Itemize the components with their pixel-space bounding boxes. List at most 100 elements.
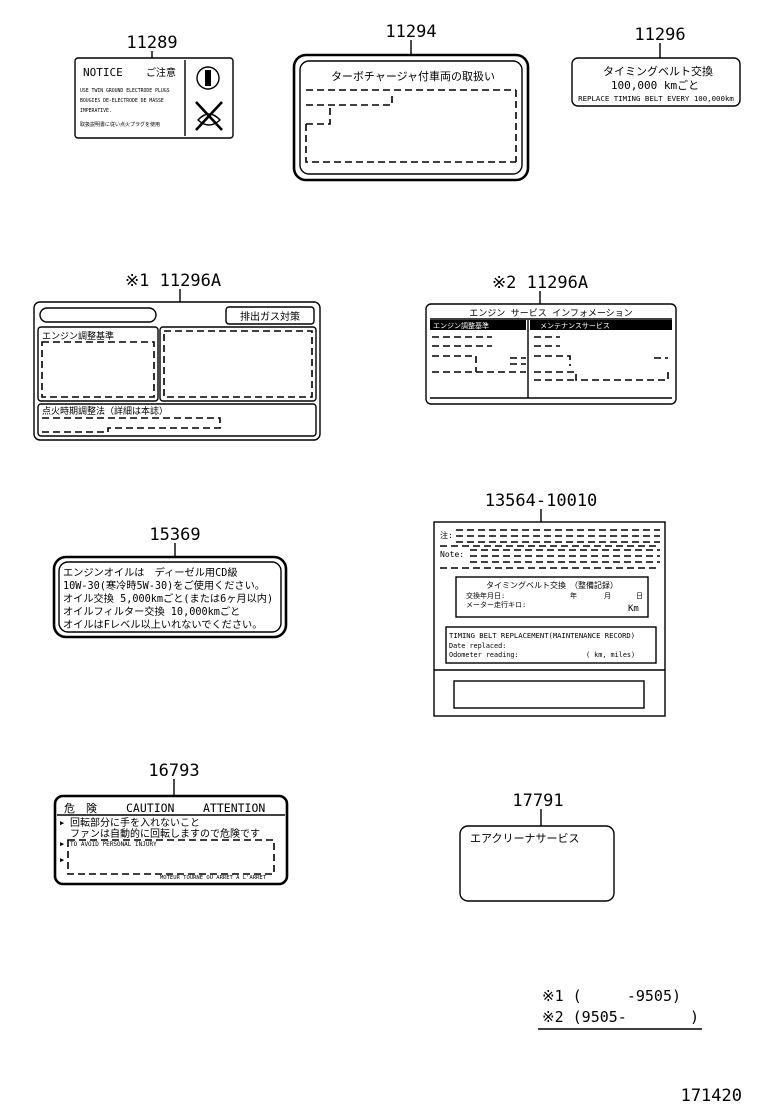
emission-tag	[225, 306, 315, 325]
text-placeholder	[306, 96, 393, 106]
label-frame	[33, 301, 321, 441]
label-15369[interactable]: 15369 エンジンオイルは ディーゼル用CD級 10W-30(寒冷時5W-30…	[52, 525, 288, 639]
text-placeholder	[306, 107, 331, 125]
label-frame	[433, 521, 666, 717]
text-placeholder	[42, 417, 221, 436]
label-frame	[459, 825, 615, 902]
label-line: オイル交換 5,000kmごと(または6ヶ月以内)	[63, 592, 273, 605]
label-17791[interactable]: 17791 エアクリーナサービス	[459, 791, 615, 902]
label-frame	[52, 555, 288, 639]
panel-bottom	[37, 403, 317, 437]
part-number: 17791	[512, 791, 563, 811]
caution-line: 回転部分に手を入れないこと	[70, 816, 200, 829]
label-11294[interactable]: 11294 ターボチャージャ付車両の取扱い	[292, 22, 530, 182]
jp-year: 年	[570, 591, 577, 600]
text-placeholder	[163, 330, 313, 398]
en-record-box	[445, 626, 657, 664]
part-number: 11296	[634, 25, 685, 45]
part-number: ※2 11296A	[492, 273, 588, 293]
column-header-bg	[530, 320, 672, 330]
label-title: エンジン サービス インフォメーション	[469, 308, 632, 319]
label-11289[interactable]: 11289 NOTICE ご注意 USE TWIN GROUND ELECTRO…	[74, 33, 234, 139]
jp-record-box	[455, 576, 649, 618]
label-11296a-late[interactable]: ※2 11296A エンジン サービス インフォメーション エンジン調整基準 メ…	[425, 273, 677, 405]
spark-plug-icon	[196, 66, 220, 90]
footnotes: ※1 ( -9505) ※2 (9505- )	[538, 987, 702, 1030]
jp-record-title: タイミングベルト交換 （整備記録）	[486, 580, 618, 590]
blank-field	[453, 680, 645, 709]
label-11296[interactable]: 11296 タイミングベルト交換 100,000 kmごと REPLACE TI…	[571, 25, 741, 107]
en-odometer-label: Odometer reading:	[449, 651, 519, 659]
label-13564-10010[interactable]: 13564-10010 注: Note: タイミングベルト交換 （整備記録） 交…	[433, 491, 666, 717]
label-line: エンジンオイルは ディーゼル用CD級	[63, 566, 238, 579]
note-en-label: Note:	[440, 550, 464, 559]
text-placeholder	[432, 336, 526, 373]
label-line: オイルフィルター交換 10,000kmごと	[63, 605, 240, 618]
label-frame	[292, 53, 530, 182]
jp-odometer-label: メーター走行キロ:	[466, 600, 526, 609]
jp-km-unit: Km	[628, 604, 639, 614]
no-spark-plug-icon	[195, 101, 223, 131]
panel-left	[37, 326, 159, 402]
notice-line: USE TWIN GROUND ELECTRODE PLUGS	[80, 88, 170, 94]
notice-header-jp: ご注意	[146, 66, 176, 79]
column-header: エンジン調整基準	[433, 321, 489, 330]
caution-line: TO AVOID PERSONAL INJURY	[70, 841, 157, 848]
label-inner-frame	[299, 60, 523, 175]
bullet-marker: ▶	[60, 819, 65, 827]
label-line: 10W-30(寒冷時5W-30)をご使用ください。	[63, 579, 265, 592]
en-units: ( km, miles)	[586, 651, 635, 659]
label-11296a-early[interactable]: ※1 11296A 排出ガス対策 エンジン調整基準 点火時期調整法（詳細は本誌）	[33, 271, 321, 441]
text-placeholder	[305, 124, 516, 163]
column-header: メンテナンスサービス	[540, 321, 610, 330]
en-record-title: TIMING BELT REPLACEMENT(MAINTENANCE RECO…	[449, 631, 635, 640]
emission-tag-text: 排出ガス対策	[240, 310, 300, 323]
text-placeholder	[534, 336, 669, 381]
column-header-bg	[430, 320, 526, 330]
header-pill	[39, 307, 157, 323]
label-title: ターボチャージャ付車両の取扱い	[331, 69, 495, 83]
label-frame	[571, 57, 741, 107]
part-number: 11289	[126, 33, 177, 53]
text-placeholder	[67, 839, 275, 875]
part-number: 13564-10010	[485, 491, 598, 511]
diagram-id: 171420	[681, 1086, 742, 1106]
note-jp-label: 注:	[440, 530, 453, 540]
part-number: ※1 11296A	[125, 271, 221, 291]
panel-right	[159, 326, 317, 402]
label-frame	[74, 57, 234, 139]
panel-left-title: エンジン調整基準	[42, 330, 114, 342]
footnote-1: ※1 ( -9505)	[542, 987, 681, 1005]
caution-line: ファンは自動的に回転しますので危険です	[70, 827, 260, 840]
label-16793[interactable]: 16793 危 険 CAUTION ATTENTION ▶ 回転部分に手を入れな…	[53, 761, 289, 886]
footnote-2: ※2 (9505- )	[542, 1008, 699, 1026]
en-date-label: Date replaced:	[449, 642, 506, 650]
caution-line: MOTEUR TOURNE OU ARRET A L'ARRET	[160, 875, 267, 881]
header-attention: ATTENTION	[203, 801, 265, 815]
bullet-marker: ▶	[60, 856, 65, 864]
label-line: 100,000 kmごと	[611, 78, 699, 92]
part-number: 16793	[148, 761, 199, 781]
label-frame	[425, 303, 677, 405]
notice-line: 取扱説明書に従い点火プラグを使用	[80, 121, 160, 128]
header-danger-jp: 危 険	[64, 802, 97, 815]
notice-header: NOTICE	[83, 66, 123, 79]
label-frame	[53, 794, 289, 886]
text-placeholder	[41, 341, 155, 398]
panel-bottom-title: 点火時期調整法（詳細は本誌）	[42, 405, 168, 417]
bullet-marker: ▶	[60, 840, 65, 848]
label-line: オイルはFレベル以上いれないでください。	[63, 619, 262, 631]
label-text: エアクリーナサービス	[470, 832, 579, 845]
text-placeholder	[440, 529, 660, 547]
notice-line: IMPERATIVE.	[80, 108, 112, 114]
label-line: タイミングベルト交換	[603, 64, 713, 78]
jp-date-label: 交換年月日:	[466, 591, 505, 600]
jp-month: 月	[604, 592, 611, 600]
header-caution: CAUTION	[126, 801, 175, 815]
notice-line: BOUGIES DE-ELECTRODE DE MASSE	[80, 98, 164, 104]
part-number: 11294	[385, 22, 436, 42]
part-number: 15369	[149, 525, 200, 545]
label-inner-frame	[58, 561, 282, 633]
jp-day: 日	[636, 592, 643, 600]
